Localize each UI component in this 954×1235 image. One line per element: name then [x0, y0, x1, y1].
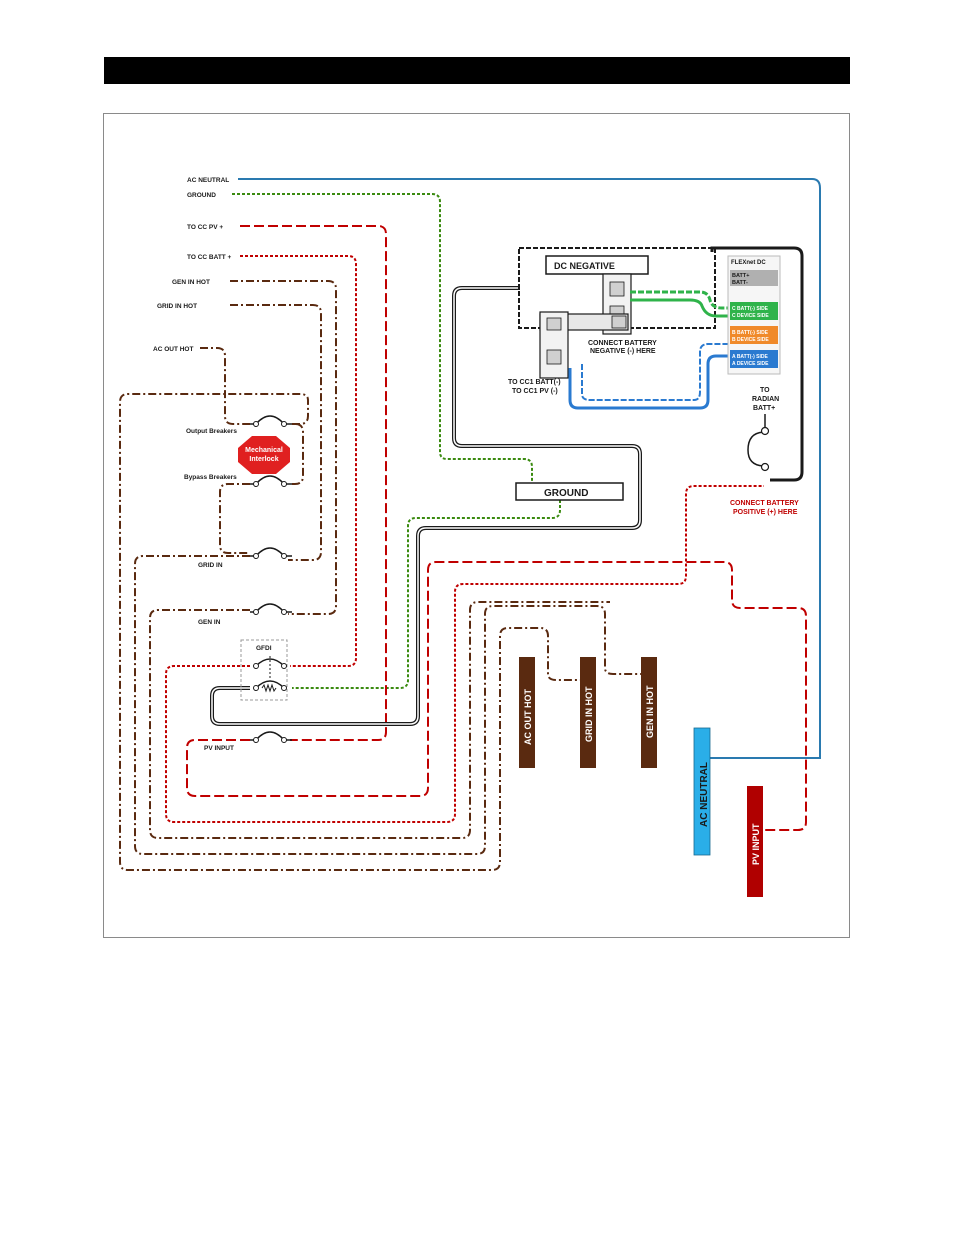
- output-loop-wire: [119, 393, 580, 871]
- shunt-terminal: [546, 317, 562, 331]
- ground-wire-top: [232, 193, 533, 483]
- to-cc-pv-wire: [240, 225, 387, 741]
- to-cc-batt-label: TO CC BATT +: [187, 254, 232, 261]
- ac-out-hot-label: AC OUT HOT: [153, 346, 193, 353]
- flexnet-dc-label: FLEXnet DC: [731, 260, 766, 266]
- gfdi-box: [240, 639, 288, 701]
- grid-in-hot-label: GRID IN HOT: [157, 303, 197, 310]
- c-device-side-label: C DEVICE SIDE: [732, 313, 769, 319]
- gen-in-hot-bar: [641, 657, 657, 768]
- pv-input-loop-wire: [186, 561, 807, 831]
- connect-battery-pos-label-2: POSITIVE (+) HERE: [733, 509, 798, 516]
- dc-negative-cable-core: [211, 287, 641, 725]
- shunt-terminal: [609, 281, 625, 297]
- pv-input-bar-label: PV INPUT: [751, 823, 761, 865]
- pv-input-label: PV INPUT: [204, 745, 234, 752]
- pv-input-breaker: [250, 731, 292, 743]
- ac-neutral-label: AC NEUTRAL: [187, 177, 229, 184]
- gfdi-breaker: [253, 656, 287, 693]
- to-cc-batt-wire: [240, 255, 357, 667]
- radian-batt-cable: [710, 246, 804, 482]
- grid-in-loop-wire: [134, 555, 643, 855]
- pv-input-bar: [747, 786, 763, 897]
- output-breakers: [250, 415, 292, 427]
- grid-in-hot-wire: [230, 304, 322, 561]
- c-batt-side-label: C BATT(-) SIDE: [732, 306, 769, 312]
- shunt-c-wire-2: [630, 298, 730, 318]
- ac-neutral-wire: [238, 178, 821, 759]
- ac-neutral-bar: [693, 727, 711, 856]
- gen-in-breaker: [250, 603, 292, 615]
- gen-in-label: GEN IN: [198, 619, 221, 626]
- to-cc1-batt-label-1: TO CC1 BATT(-): [508, 379, 561, 386]
- grid-in-hot-bar: [580, 657, 596, 768]
- b-device-side-label: B DEVICE SIDE: [732, 337, 769, 343]
- shunt-a-wire-2: [581, 343, 730, 401]
- bypass-to-grid-wire: [219, 483, 250, 554]
- flexnet-batt-terminal: [730, 270, 778, 286]
- ground-bus-label: GROUND: [544, 488, 588, 499]
- ac-out-hot-bar: [519, 657, 535, 768]
- flexnet-c-channel: [730, 302, 778, 320]
- to-radian-label-2: RADIAN: [752, 396, 779, 403]
- mechanical-interlock-octagon: [238, 436, 290, 474]
- dc-negative-cable: [210, 286, 642, 726]
- dc-negative-bus: [545, 255, 649, 275]
- batt-minus-label: BATT-: [732, 280, 748, 286]
- shunt-a-wire: [568, 354, 730, 410]
- shunt-c-wire: [630, 290, 730, 310]
- flexnet-b-channel: [730, 326, 778, 344]
- gen-in-loop-wire: [149, 601, 610, 839]
- connect-battery-neg-label-1: CONNECT BATTERY: [588, 340, 657, 347]
- to-cc-pv-label: TO CC PV +: [187, 224, 223, 231]
- flexnet-a-channel: [730, 350, 778, 368]
- gen-in-hot-bar-label: GEN IN HOT: [645, 685, 655, 738]
- ground-label: GROUND: [187, 192, 216, 199]
- to-radian-label-3: BATT+: [753, 405, 775, 412]
- ac-neutral-bar-label: AC NEUTRAL: [699, 762, 710, 827]
- ground-wire-gfdi: [292, 500, 561, 689]
- header-bar: [104, 57, 850, 84]
- connect-battery-pos-label-1: CONNECT BATTERY: [730, 500, 799, 507]
- gfdi-label: GFDI: [256, 645, 272, 652]
- dc-negative-label: DC NEGATIVE: [554, 261, 615, 271]
- gen-in-hot-wire: [230, 280, 337, 615]
- ac-out-hot-bar-label: AC OUT HOT: [523, 689, 533, 745]
- b-batt-side-label: B BATT(-) SIDE: [732, 330, 769, 336]
- connect-battery-neg-label-2: NEGATIVE (-) HERE: [590, 348, 656, 355]
- shunt-terminal: [546, 349, 562, 365]
- grid-in-breaker: [250, 547, 292, 559]
- diagram-frame: [103, 113, 850, 938]
- grid-in-label: GRID IN: [198, 562, 223, 569]
- ac-out-hot-wire: [200, 347, 250, 425]
- gen-in-hot-label: GEN IN HOT: [172, 279, 210, 286]
- to-cc1-batt-label-2: TO CC1 PV (-): [512, 388, 558, 395]
- shunt-terminal: [611, 315, 627, 329]
- radian-terminal: [760, 462, 770, 472]
- ground-bus: [515, 482, 624, 501]
- output-breakers-label: Output Breakers: [186, 428, 237, 435]
- radian-batt-plus-lead: [747, 414, 766, 467]
- grid-in-hot-bar-label: GRID IN HOT: [584, 686, 594, 742]
- bypass-breakers-label: Bypass Breakers: [184, 474, 237, 481]
- bypass-breakers: [250, 475, 292, 487]
- mechanical-interlock-label-1: Mechanical: [245, 447, 283, 454]
- bypass-loop-wire: [292, 423, 304, 485]
- a-device-side-label: A DEVICE SIDE: [732, 361, 769, 367]
- a-batt-side-label: A BATT(-) SIDE: [732, 354, 768, 360]
- mechanical-interlock-label-2: Interlock: [249, 456, 278, 463]
- radian-terminal: [760, 426, 770, 436]
- to-radian-label-1: TO: [760, 387, 770, 394]
- battery-positive-wire: [165, 485, 764, 823]
- batt-plus-label: BATT+: [732, 273, 749, 279]
